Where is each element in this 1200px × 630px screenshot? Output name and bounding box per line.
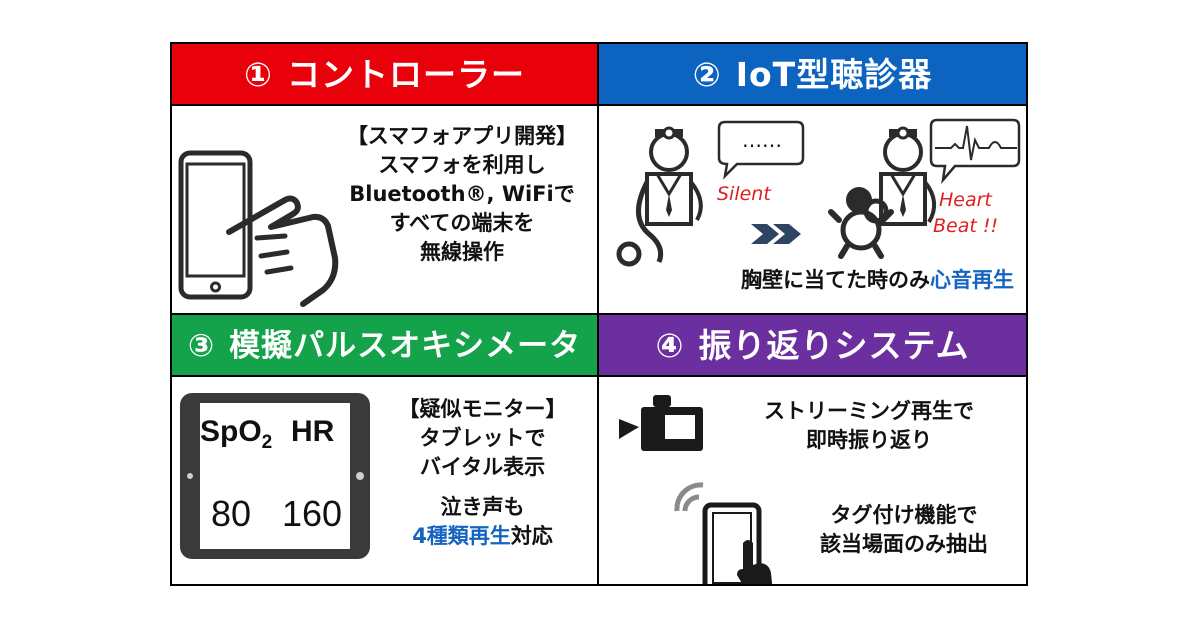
desc-line: タグ付け機能で xyxy=(830,503,978,527)
panel-header-iot-stethoscope: ② IoT型聴診器 xyxy=(599,44,1026,106)
controller-description: 【スマフォアプリ開発】 スマフォを利用し Bluetooth®, WiFiで す… xyxy=(332,122,592,267)
desc-line: 無線操作 xyxy=(420,240,504,264)
speech-bubble-icon xyxy=(717,120,805,180)
double-chevron-right-icon xyxy=(751,224,801,244)
tablet-monitor-icon xyxy=(180,393,370,559)
panel-controller: ① コントローラー 【スマフォアプリ開発】 スマフォを利用し Bluetooth®… xyxy=(172,44,599,315)
accent-text: 4種類再生 xyxy=(412,524,511,548)
crying-description: 泣き声も 4種類再生対応 xyxy=(370,493,595,551)
doctor-stethoscope-icon xyxy=(879,126,937,226)
doctor-stethoscope-icon xyxy=(616,126,703,267)
stethoscope-caption: 胸壁に当てた時のみ心音再生 xyxy=(679,266,1014,295)
desc-line: すべての端末を xyxy=(389,211,535,235)
beat-label: Beat !! xyxy=(933,215,999,237)
tail-text: 対応 xyxy=(510,524,553,548)
silent-label: Silent xyxy=(717,183,771,205)
desc-line: 該当場面のみ抽出 xyxy=(820,532,988,556)
smartphone-touch-icon xyxy=(702,502,773,584)
wireless-signal-icon xyxy=(674,482,704,512)
hr-label: HR xyxy=(291,415,335,448)
video-camera-icon xyxy=(619,395,703,451)
hr-value: 160 xyxy=(282,493,343,534)
panel-title: 振り返りシステム xyxy=(698,326,970,365)
panel-header-controller: ① コントローラー xyxy=(172,44,597,106)
tagging-description: タグ付け機能で 該当場面のみ抽出 xyxy=(789,501,1019,559)
panel-number: ② xyxy=(692,55,722,94)
desc-line: ストリーミング再生で xyxy=(764,399,974,423)
stethoscope-chestpiece-icon xyxy=(863,198,889,224)
bubble-ellipsis: …… xyxy=(742,128,782,152)
spo2-value: 80 xyxy=(211,493,252,534)
panel-number: ④ xyxy=(655,326,685,365)
monitor-description: 【疑似モニター】 タブレットで バイタル表示 xyxy=(370,395,595,482)
panel-pulse-oximeter: ③ 模擬パルスオキシメータ SpO2 HR 80 160 【疑似モニター】 タブレ… xyxy=(172,315,599,584)
caption-text: 胸壁に当てた時のみ xyxy=(741,268,930,292)
panel-iot-stethoscope: ② IoT型聴診器 …… Silent xyxy=(599,44,1026,315)
desc-line: タブレットで xyxy=(419,426,546,450)
desc-line: 即時振り返り xyxy=(806,428,932,452)
panel-review-system: ④ 振り返りシステム ストリーミング再生で 即時振り返り タグ付け機能で 該当場面… xyxy=(599,315,1026,584)
caption-accent: 心音再生 xyxy=(930,268,1014,292)
panel-header-pulse-oximeter: ③ 模擬パルスオキシメータ xyxy=(172,315,597,377)
ecg-bubble-icon xyxy=(929,118,1021,185)
desc-line: スマフォを利用し xyxy=(378,153,546,177)
pointing-hand-icon xyxy=(226,195,339,307)
panel-number: ① xyxy=(244,55,273,94)
panel-title: IoT型聴診器 xyxy=(735,55,933,94)
heart-label: Heart xyxy=(939,189,992,211)
desc-line: 【疑似モニター】 xyxy=(398,397,567,421)
panel-number: ③ xyxy=(187,328,216,364)
spo2-subscript: 2 xyxy=(261,432,273,453)
desc-line: Bluetooth®, WiFiで xyxy=(349,182,575,206)
panel-header-review-system: ④ 振り返りシステム xyxy=(599,315,1026,377)
panel-title: 模擬パルスオキシメータ xyxy=(229,328,582,364)
spo2-text: SpO xyxy=(200,415,262,448)
spo2-label: SpO2 xyxy=(200,415,272,454)
desc-line: バイタル表示 xyxy=(419,455,546,479)
panel-title: コントローラー xyxy=(286,55,525,94)
desc-line: 4種類再生対応 xyxy=(370,522,595,551)
desc-line: 【スマフォアプリ開発】 xyxy=(346,124,578,148)
streaming-description: ストリーミング再生で 即時振り返り xyxy=(719,397,1019,455)
desc-line: 泣き声も xyxy=(440,495,525,519)
four-panel-grid: ① コントローラー 【スマフォアプリ開発】 スマフォを利用し Bluetooth®… xyxy=(170,42,1028,586)
